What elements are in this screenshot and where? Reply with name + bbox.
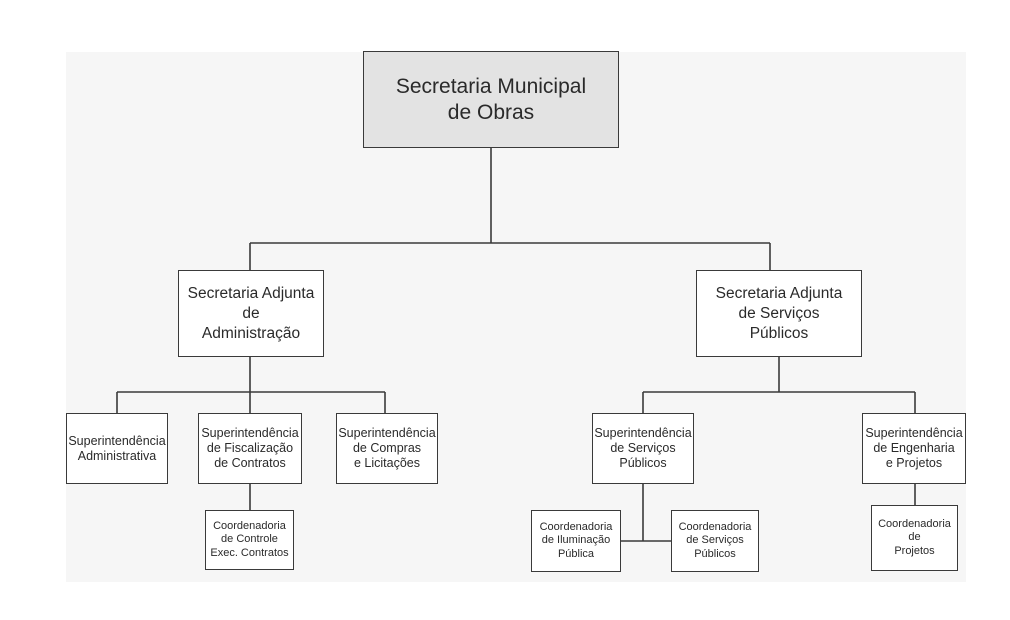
node-label: Superintendência de Fiscalização de Cont… [201,426,299,470]
node-label: Coordenadoria de Projetos [878,517,951,557]
node-sup-engenharia-projetos: Superintendência de Engenharia e Projeto… [862,413,966,484]
node-label: Superintendência de Engenharia e Projeto… [865,426,963,470]
node-sup-compras-licitacoes: Superintendência de Compras e Licitações [336,413,438,484]
node-label: Secretaria Adjunta de Serviços Públicos [715,284,843,342]
node-coord-controle-contratos: Coordenadoria de Controle Exec. Contrato… [205,510,294,570]
node-label: Secretaria Municipal de Obras [395,74,587,124]
node-label: Coordenadoria de Serviços Públicos [678,520,752,560]
node-sup-fiscalizacao-contratos: Superintendência de Fiscalização de Cont… [198,413,302,484]
node-adjunta-administracao: Secretaria Adjunta de Administração [178,270,324,357]
node-coord-iluminacao-publica: Coordenadoria de Iluminação Pública [531,510,621,572]
node-label: Superintendência Administrativa [68,433,166,463]
node-label: Coordenadoria de Controle Exec. Contrato… [210,519,289,559]
node-label: Coordenadoria de Iluminação Pública [539,520,613,560]
node-label: Superintendência de Compras e Licitações [338,426,436,470]
node-sup-servicos-publicos: Superintendência de Serviços Públicos [592,413,694,484]
node-coord-projetos: Coordenadoria de Projetos [871,505,958,571]
node-adjunta-servicos-publicos: Secretaria Adjunta de Serviços Públicos [696,270,862,357]
node-label: Secretaria Adjunta de Administração [187,284,315,342]
node-sup-administrativa: Superintendência Administrativa [66,413,168,484]
node-secretaria-municipal: Secretaria Municipal de Obras [363,51,619,148]
node-label: Superintendência de Serviços Públicos [594,426,692,470]
node-coord-servicos-publicos: Coordenadoria de Serviços Públicos [671,510,759,572]
